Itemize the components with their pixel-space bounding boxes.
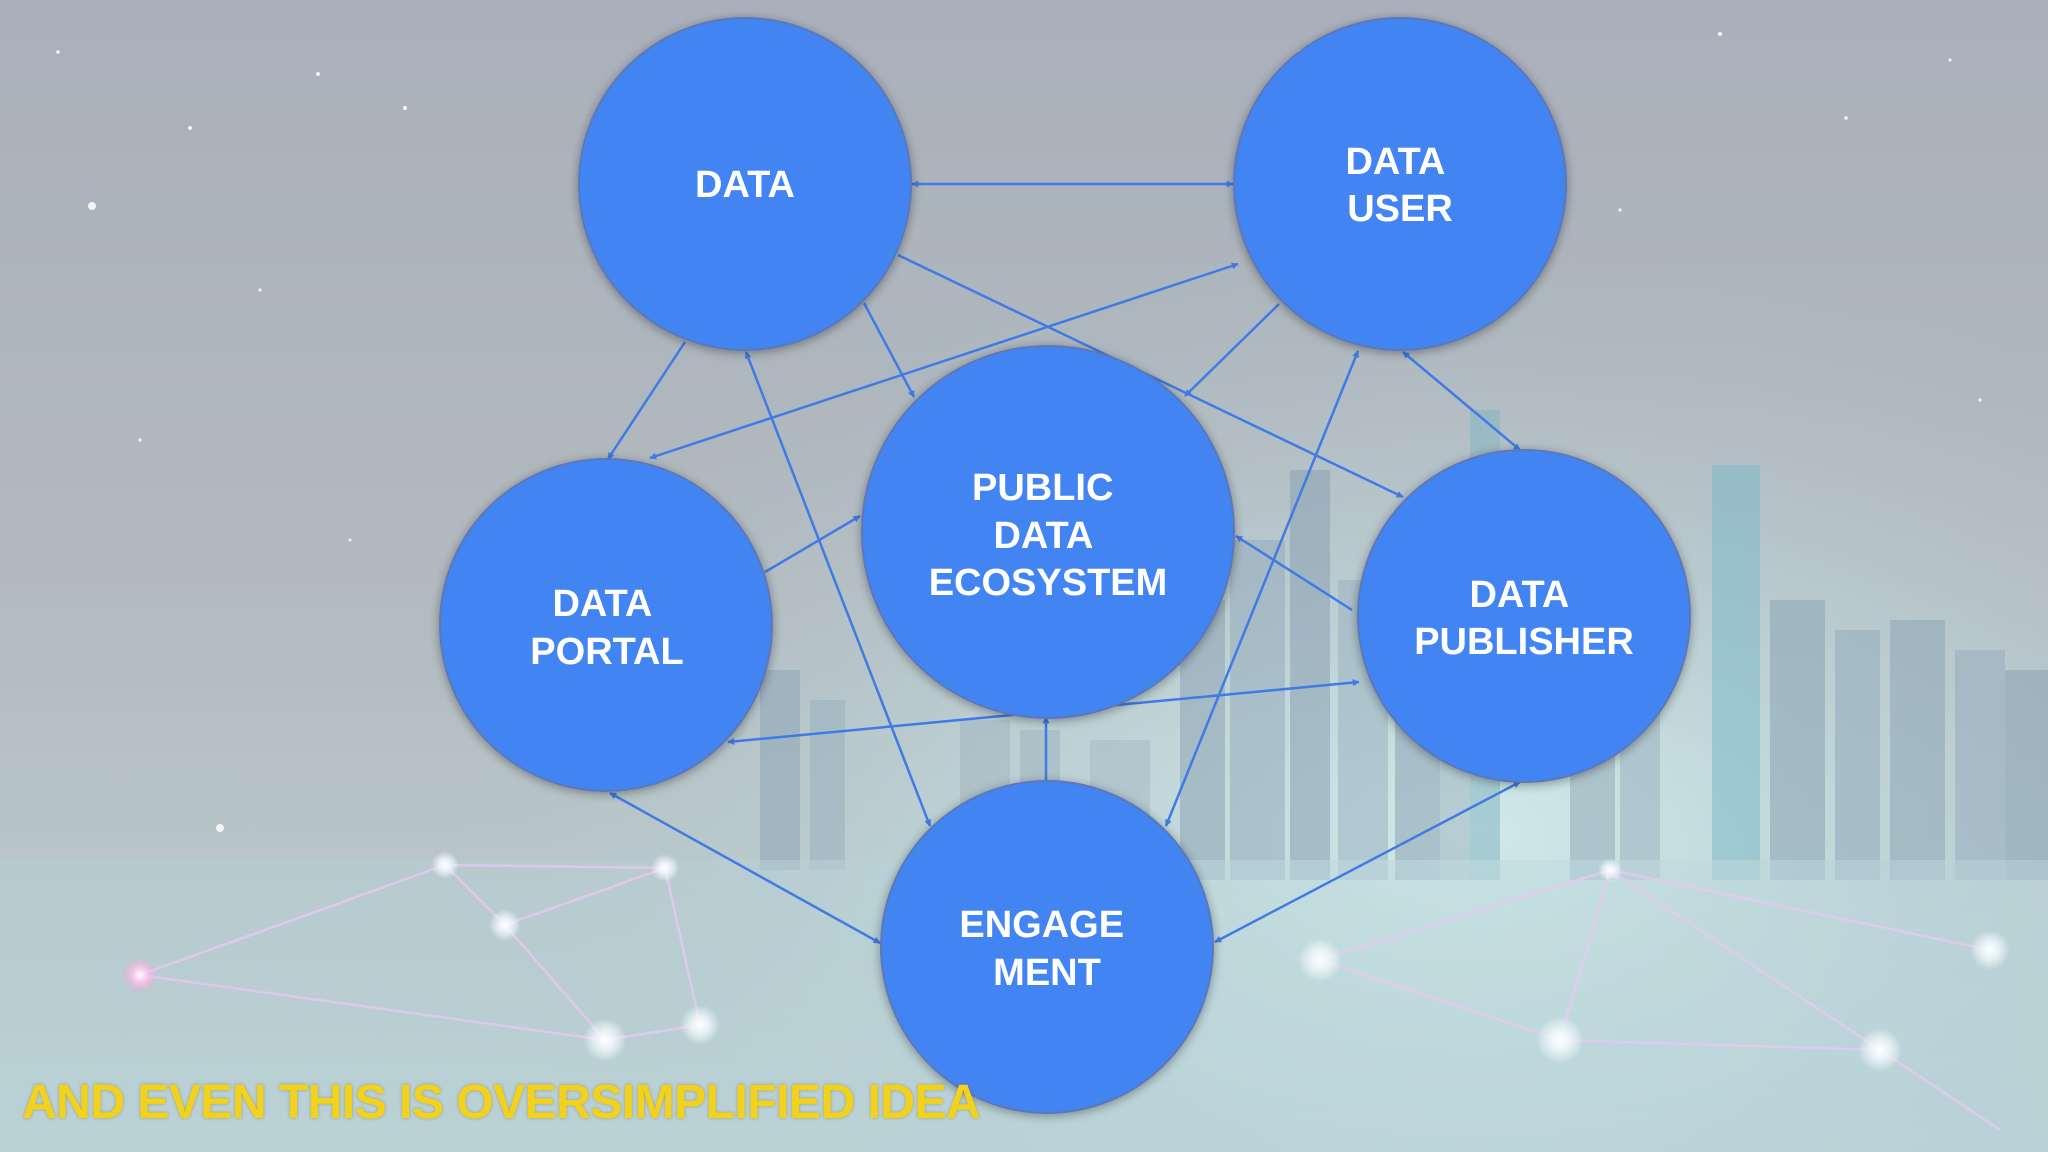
node-data-line-1: DATA <box>695 164 795 206</box>
node-data: DATA <box>578 17 912 351</box>
node-data-user: DATA USER <box>1233 17 1567 351</box>
svg-text:ENGAGE MENT: ENGAGE MENT <box>959 904 1134 994</box>
node-data-portal-line-2: PORTAL <box>530 631 683 673</box>
node-ecosystem-line-1: PUBLIC <box>972 467 1113 509</box>
node-data-publisher: DATA PUBLISHER <box>1357 449 1691 783</box>
arrow-data-portal-to-engagement <box>609 791 881 945</box>
node-engagement: ENGAGE MENT <box>880 780 1214 1114</box>
arrow-data-portal-to-data-user <box>649 262 1239 460</box>
arrow-data-user-to-engagement <box>1164 350 1360 827</box>
svg-text:DATA PORTAL: DATA PORTAL <box>530 583 683 673</box>
svg-text:PUBLIC DATA ECOSYS: PUBLIC DATA ECOSYSTEM <box>929 467 1168 604</box>
node-data-publisher-line-2: PUBLISHER <box>1414 621 1634 663</box>
node-data-publisher-line-1: DATA <box>1469 574 1568 616</box>
svg-text:DATA USER: DATA USER <box>1345 141 1454 230</box>
node-ecosystem-line-3: ECOSYSTEM <box>929 562 1168 604</box>
node-data-user-line-1: DATA <box>1345 141 1444 183</box>
arrow-data-user-to-data-publisher <box>1402 351 1521 451</box>
arrow-data-portal-to-ecosystem <box>764 514 861 574</box>
svg-text:DATA PUBLISHER: DATA PUBLISHER <box>1414 574 1634 663</box>
node-ecosystem-line-2: DATA <box>993 515 1092 557</box>
node-data-portal-line-1: DATA <box>552 583 651 625</box>
background-network-lights <box>122 851 2010 1072</box>
node-engagement-line-1: ENGAGE <box>959 904 1124 946</box>
node-engagement-line-2: MENT <box>993 952 1101 994</box>
node-public-data-ecosystem: PUBLIC DATA ECOSYSTEM <box>861 345 1235 719</box>
arrow-engagement-to-data-publisher <box>1214 780 1521 944</box>
footer-caption: AND EVEN THIS IS OVERSIMPLIFIED IDEA <box>22 1076 981 1129</box>
svg-text:DATA: DATA <box>695 164 795 206</box>
node-data-user-line-2: USER <box>1347 188 1453 230</box>
arrow-data-publisher-to-ecosystem <box>1235 534 1353 612</box>
node-data-portal: DATA PORTAL <box>439 458 773 792</box>
